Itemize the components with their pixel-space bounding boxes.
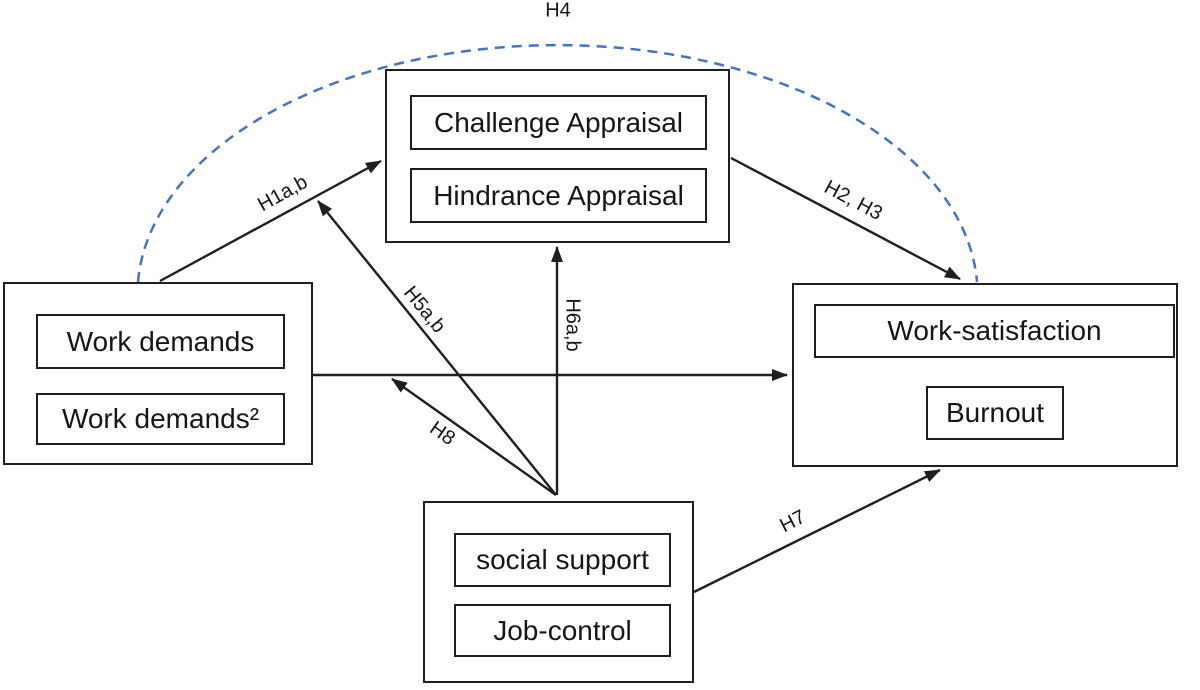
h1-arrow — [159, 159, 382, 283]
h7-label: H7 — [776, 505, 810, 538]
appraisal-group-box: Challenge Appraisal Hindrance Appraisal — [385, 69, 730, 243]
job-control-label: Job-control — [493, 614, 632, 646]
hindrance-appraisal-label: Hindrance Appraisal — [433, 179, 684, 211]
h7-arrow — [693, 468, 941, 594]
hindrance-appraisal-node: Hindrance Appraisal — [410, 168, 707, 223]
work-demands-group-box: Work demands Work demands² — [3, 282, 313, 465]
outcomes-group-box: Work-satisfaction Burnout — [792, 283, 1178, 467]
resources-group-box: social support Job-control — [423, 501, 694, 683]
challenge-appraisal-label: Challenge Appraisal — [433, 106, 684, 138]
h2-h3-arrow — [730, 156, 961, 281]
work-demands-squared-node: Work demands² — [36, 393, 285, 445]
h1-label: H1a,b — [254, 171, 312, 217]
challenge-appraisal-node: Challenge Appraisal — [410, 95, 707, 150]
work-satisfaction-node: Work-satisfaction — [814, 304, 1175, 358]
work-demands-squared-label: Work demands² — [61, 403, 260, 434]
h8-arrow — [391, 378, 557, 496]
social-support-label: social support — [476, 544, 649, 575]
work-satisfaction-label: Work-satisfaction — [887, 315, 1102, 346]
h6-label: H6a,b — [561, 298, 584, 352]
h5-arrow — [317, 200, 557, 496]
h4-label: H4 — [545, 0, 571, 22]
h8-label: H8 — [425, 417, 460, 450]
work-demands-node: Work demands — [36, 314, 285, 369]
h2-h3-label: H2, H3 — [820, 176, 886, 225]
h5-label: H5a,b — [399, 282, 450, 338]
burnout-node: Burnout — [926, 386, 1064, 440]
burnout-label: Burnout — [945, 397, 1045, 428]
social-support-node: social support — [454, 533, 671, 587]
job-control-node: Job-control — [454, 604, 671, 657]
work-demands-label: Work demands — [66, 325, 255, 357]
